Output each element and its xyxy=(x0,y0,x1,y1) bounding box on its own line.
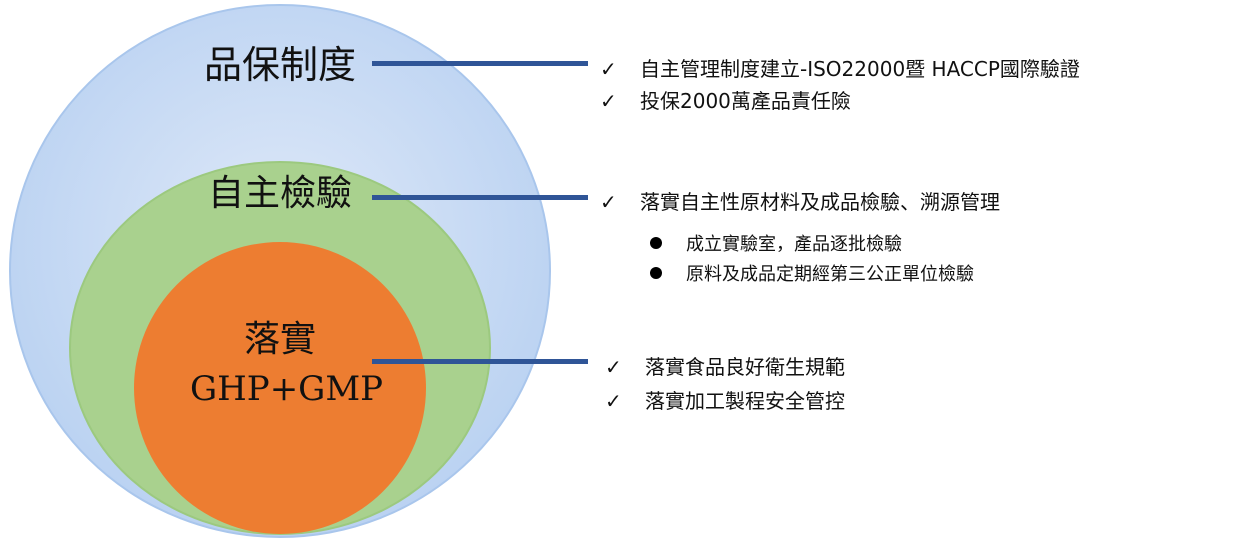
practice-item: ✓ 落實加工製程安全管控 xyxy=(605,388,845,414)
practice-item-text: 落實加工製程安全管控 xyxy=(645,389,845,413)
practice-item-text: 落實食品良好衛生規範 xyxy=(645,355,845,379)
inspection-item: ✓ 落實自主性原材料及成品檢驗、溯源管理 xyxy=(600,189,1000,215)
check-icon: ✓ xyxy=(600,190,617,214)
inspection-subitem: 成立實驗室，產品逐批檢驗 xyxy=(650,232,902,258)
quality-item: ✓ 投保2000萬產品責任險 xyxy=(600,88,851,114)
connector-practice xyxy=(372,359,588,364)
bullet-icon xyxy=(650,237,662,249)
inner-circle xyxy=(134,242,426,534)
bullet-icon xyxy=(650,267,662,279)
middle-layer-label: 自主檢驗 xyxy=(207,173,352,214)
inspection-subitem: 原料及成品定期經第三公正單位檢驗 xyxy=(650,262,974,288)
connector-quality xyxy=(372,61,588,66)
check-icon: ✓ xyxy=(600,89,617,113)
quality-item-text: 投保2000萬產品責任險 xyxy=(640,89,851,113)
quality-item-text: 自主管理制度建立-ISO22000暨 HACCP國際驗證 xyxy=(640,57,1080,81)
inner-layer-label-line1: 落實 xyxy=(243,319,316,360)
inspection-subitem-text: 原料及成品定期經第三公正單位檢驗 xyxy=(686,264,974,285)
connector-inspection xyxy=(372,195,588,200)
outer-layer-label: 品保制度 xyxy=(203,43,356,87)
inspection-item-text: 落實自主性原材料及成品檢驗、溯源管理 xyxy=(640,190,1000,214)
check-icon: ✓ xyxy=(605,389,622,413)
check-icon: ✓ xyxy=(605,355,622,379)
check-icon: ✓ xyxy=(600,57,617,81)
quality-item: ✓ 自主管理制度建立-ISO22000暨 HACCP國際驗證 xyxy=(600,56,1080,82)
practice-item: ✓ 落實食品良好衛生規範 xyxy=(605,354,845,380)
inner-layer-label-line2: GHP+GMP xyxy=(190,369,384,409)
inspection-subitem-text: 成立實驗室，產品逐批檢驗 xyxy=(686,234,902,255)
